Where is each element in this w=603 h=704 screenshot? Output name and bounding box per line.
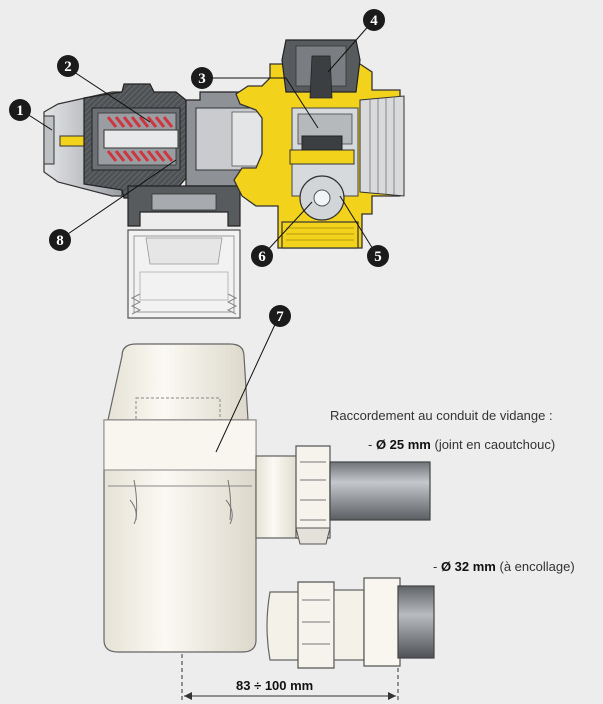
marker-7-text: 7 xyxy=(276,309,284,325)
marker-8-text: 8 xyxy=(56,233,64,249)
option-25-note: (joint en caoutchouc) xyxy=(430,437,556,452)
connection-option-25mm: - Ø 25 mm (joint en caoutchouc) xyxy=(368,437,555,452)
marker-2-text: 2 xyxy=(64,59,72,75)
adapter-32mm xyxy=(266,577,435,669)
connection-option-32mm: - Ø 32 mm (à encollage) xyxy=(433,559,575,574)
marker-1: 1 xyxy=(9,99,31,121)
connection-title: Raccordement au conduit de vidange : xyxy=(330,408,553,423)
leader-lines xyxy=(23,21,377,453)
option-32-prefix: - xyxy=(433,559,441,574)
marker-7: 7 xyxy=(269,305,291,327)
transparent-connector xyxy=(127,229,241,319)
marker-4-text: 4 xyxy=(370,13,378,29)
marker-8: 8 xyxy=(49,229,71,251)
option-32-note: (à encollage) xyxy=(495,559,575,574)
valve-assembly xyxy=(43,39,405,249)
marker-6-text: 6 xyxy=(258,249,266,265)
spring xyxy=(106,116,174,162)
pipe-32mm xyxy=(397,585,435,659)
marker-4: 4 xyxy=(363,9,385,31)
marker-5: 5 xyxy=(367,245,389,267)
dimension-line xyxy=(181,654,399,700)
option-32-size: Ø 32 mm xyxy=(440,559,496,574)
outlet-nut xyxy=(295,445,331,539)
marker-3: 3 xyxy=(191,67,213,89)
option-25-prefix: - xyxy=(368,437,376,452)
marker-1-text: 1 xyxy=(16,103,24,119)
right-thread xyxy=(359,95,405,197)
marker-6: 6 xyxy=(251,245,273,267)
marker-3-text: 3 xyxy=(198,71,206,87)
option-25-size: Ø 25 mm xyxy=(375,437,431,452)
siphon-trap xyxy=(103,343,331,653)
dimension-label: 83 ÷ 100 mm xyxy=(236,678,314,693)
marker-2: 2 xyxy=(57,55,79,77)
marker-5-text: 5 xyxy=(374,249,382,265)
pipe-25mm xyxy=(329,461,431,521)
